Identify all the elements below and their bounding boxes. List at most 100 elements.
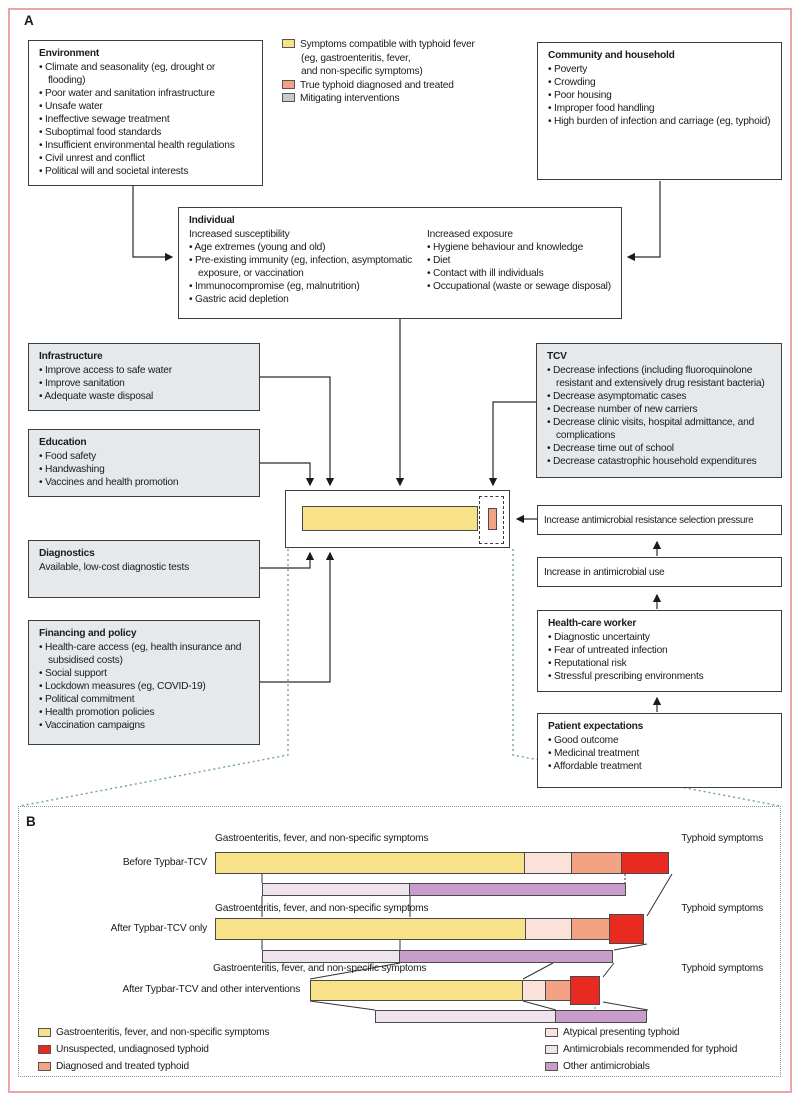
list-item: • Pre-existing immunity (eg, infection, … (189, 255, 413, 279)
list-item: • Suboptimal food standards (39, 127, 162, 138)
financing-title: Financing and policy (39, 628, 137, 639)
list-item: • Stressful prescribing environments (548, 671, 704, 682)
list-item: • Decrease catastrophic household expend… (547, 456, 757, 467)
infrastructure-title: Infrastructure (39, 351, 103, 362)
exposure-heading: Increased exposure (427, 229, 513, 240)
financing-items: • Health-care access (eg, health insuran… (39, 641, 251, 732)
list-item: • Contact with ill individuals (427, 268, 544, 279)
list-item: • Improper food handling (548, 103, 655, 114)
list-item: • Crowding (548, 77, 596, 88)
list-item: • Hygiene behaviour and knowledge (427, 242, 584, 253)
list-item: • Handwashing (39, 464, 105, 475)
legend-label: Symptoms compatible with typhoid fever (300, 39, 475, 50)
hcw-items: • Diagnostic uncertainty • Fear of untrea… (548, 631, 773, 683)
legend-label: Other antimicrobials (563, 1061, 650, 1072)
list-item: • Decrease time out of school (547, 443, 674, 454)
panel-a-legend: Symptoms compatible with typhoid fever (e… (282, 38, 532, 106)
financing-policy-box: Financing and policy • Health-care acces… (28, 620, 260, 745)
symptom-pool-box (285, 490, 510, 548)
list-item: • High burden of infection and carriage … (548, 116, 771, 127)
list-item: • Political commitment (39, 694, 135, 705)
list-item: • Poverty (548, 64, 588, 75)
panel-a-label: A (24, 13, 34, 28)
legend-item: Antimicrobials recommended for typhoid (545, 1041, 737, 1058)
patient-title: Patient expectations (548, 721, 644, 732)
legend-line: and non-specific symptoms) (282, 65, 532, 79)
list-item: • Reputational risk (548, 658, 627, 669)
community-title: Community and household (548, 50, 675, 61)
legend-item: Diagnosed and treated typhoid (38, 1058, 269, 1075)
patient-expectations-box: Patient expectations • Good outcome• Med… (537, 713, 782, 788)
list-item: • Civil unrest and conflict (39, 153, 145, 164)
legend-swatch-salmon (282, 79, 295, 89)
list-item: • Social support (39, 668, 107, 679)
legend-swatch-purple (545, 1062, 558, 1071)
community-household-box: Community and household • Poverty • Crowd… (537, 42, 782, 180)
list-item: • Vaccination campaigns (39, 720, 145, 731)
legend-label: Atypical presenting typhoid (563, 1027, 680, 1038)
infrastructure-items: • Improve access to safe water • Improve … (39, 364, 251, 403)
list-item: • Poor housing (548, 90, 612, 101)
legend-line: (eg, gastroenteritis, fever, (282, 52, 532, 66)
list-item: • Food safety (39, 451, 97, 462)
health-care-worker-box: Health-care worker • Diagnostic uncertai… (537, 610, 782, 692)
environment-box: Environment • Climate and seasonality (e… (28, 40, 263, 186)
list-item: • Climate and seasonality (eg, drought o… (39, 62, 216, 86)
compatible-symptoms-bar (302, 506, 478, 531)
list-item: • Political will and societal interests (39, 166, 189, 177)
legend-label: (eg, gastroenteritis, fever, (301, 52, 411, 64)
infrastructure-box: Infrastructure • Improve access to safe … (28, 343, 260, 411)
legend-item: Gastroenteritis, fever, and non-specific… (38, 1024, 269, 1041)
list-item: • Lockdown measures (eg, COVID-19) (39, 681, 206, 692)
diagnostics-box: Diagnostics Available, low-cost diagnost… (28, 540, 260, 598)
list-item: • Poor water and sanitation infrastructu… (39, 88, 215, 99)
list-item: • Age extremes (young and old) (189, 242, 326, 253)
hcw-title: Health-care worker (548, 618, 637, 629)
list-item: • Insufficient environmental health regu… (39, 140, 235, 151)
legend-label: Unsuspected, undiagnosed typhoid (56, 1044, 209, 1055)
environment-items: • Climate and seasonality (eg, drought o… (39, 61, 254, 178)
list-item: • Good outcome (548, 735, 619, 746)
list-item: • Diagnostic uncertainty (548, 632, 650, 643)
education-title: Education (39, 437, 87, 448)
list-item: • Adequate waste disposal (39, 391, 154, 402)
education-box: Education • Food safety• Handwashing• Va… (28, 429, 260, 497)
tcv-items: • Decrease infections (including fluoroq… (547, 364, 773, 468)
legend-swatch-lavender (545, 1045, 558, 1054)
amr-pressure-text: Increase antimicrobial resistance select… (544, 514, 754, 526)
list-item: • Fear of untreated infection (548, 645, 668, 656)
list-item: • Gastric acid depletion (189, 294, 289, 305)
environment-title: Environment (39, 48, 100, 59)
list-item: • Improve sanitation (39, 378, 125, 389)
list-item: • Ineffective sewage treatment (39, 114, 170, 125)
legend-label: and non-specific symptoms) (301, 66, 423, 77)
legend-swatch-yellow (282, 39, 295, 48)
community-items: • Poverty • Crowding • Poor housing • Impro… (548, 63, 773, 128)
amr-pressure-box: Increase antimicrobial resistance select… (537, 505, 782, 535)
tcv-title: TCV (547, 351, 567, 362)
individual-title: Individual (189, 215, 235, 226)
list-item: • Decrease clinic visits, hospital admit… (547, 417, 755, 441)
legend-label: Gastroenteritis, fever, and non-specific… (56, 1027, 270, 1038)
list-item: • Affordable treatment (548, 761, 642, 772)
legend-line: Mitigating interventions (282, 92, 532, 106)
legend-label: True typhoid diagnosed and treated (300, 79, 454, 91)
susceptibility-items: • Age extremes (young and old) • Pre-exis… (189, 241, 427, 306)
list-item: • Decrease asymptomatic cases (547, 391, 687, 402)
individual-box: Individual Increased susceptibility • Ag… (178, 207, 622, 319)
exposure-items: • Hygiene behaviour and knowledge • Diet •… (427, 241, 613, 293)
list-item: • Diet (427, 255, 451, 266)
true-typhoid-bar (488, 508, 497, 530)
list-item: • Decrease number of new carriers (547, 404, 698, 415)
legend-swatch-gray (282, 93, 295, 102)
list-item: • Decrease infections (including fluoroq… (547, 365, 765, 389)
list-item: • Improve access to safe water (39, 365, 172, 376)
tcv-box: TCV • Decrease infections (including flu… (536, 343, 782, 478)
list-item: • Occupational (waste or sewage disposal… (427, 281, 611, 292)
list-item: • Health promotion policies (39, 707, 155, 718)
susceptibility-heading: Increased susceptibility (189, 229, 290, 240)
true-typhoid-callout-rect (479, 496, 504, 544)
legend-swatch-yellow (38, 1028, 51, 1037)
